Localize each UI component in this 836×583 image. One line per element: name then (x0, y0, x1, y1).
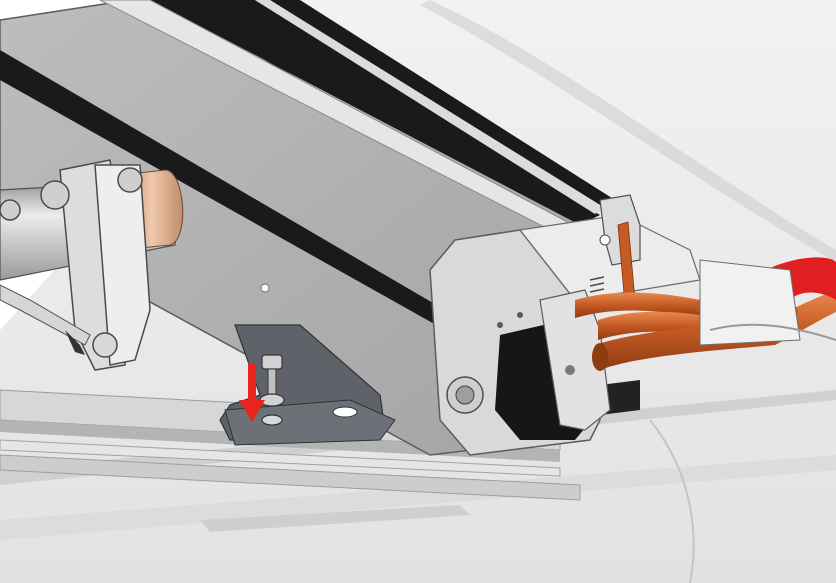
beam-slot-lower (0, 50, 445, 330)
beam-slot-top (270, 0, 615, 210)
tensioner-tab (589, 194, 641, 306)
left-shaft-assembly (0, 159, 184, 371)
beam-slot-upper (150, 0, 600, 225)
hex-nut (40, 180, 70, 210)
down-arrow-icon (239, 363, 265, 422)
hex-bolt-icon (259, 354, 285, 426)
hex-nut (117, 167, 143, 193)
hub-bolt (455, 385, 475, 405)
clevis-pin (92, 332, 118, 358)
mounting-bracket (219, 324, 396, 446)
beam-hole (260, 283, 270, 293)
red-end-cap (699, 257, 836, 346)
roller-bracket (539, 289, 611, 431)
